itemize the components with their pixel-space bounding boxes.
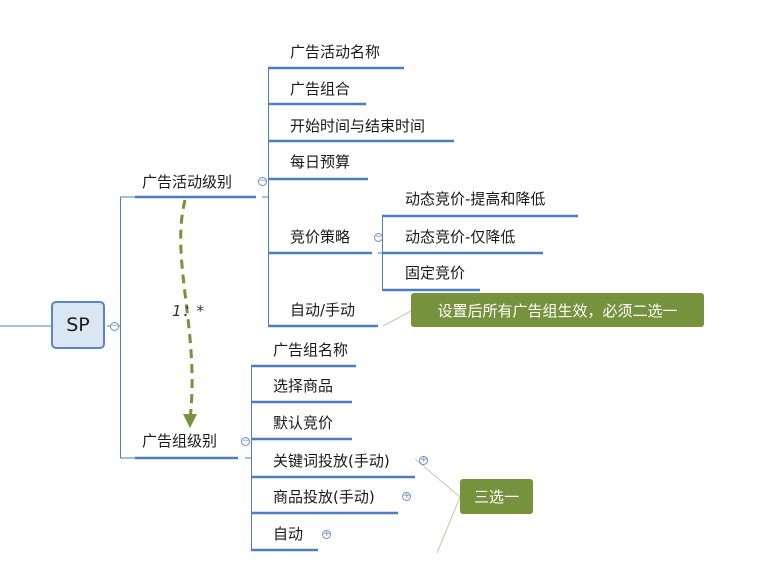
ad-group-child-1[interactable]: 选择商品 [273,377,334,395]
bid-option-2[interactable]: 固定竞价 [405,264,466,282]
bid-option-0[interactable]: 动态竞价-提高和降低 [405,190,546,208]
root-node[interactable]: SP [51,301,105,349]
collapse-icon[interactable]: − [258,176,267,186]
campaign-child-4[interactable]: 竞价策略 [290,228,351,246]
root-label: SP [66,314,90,336]
ad-group-child-0[interactable]: 广告组名称 [273,341,349,359]
ad-group-callout[interactable]: 三选一 [460,479,533,514]
ad-group-child-5[interactable]: 自动 [273,525,304,543]
campaign-child-2[interactable]: 开始时间与结束时间 [290,117,426,135]
campaign-child-1[interactable]: 广告组合 [290,80,351,98]
expand-icon[interactable]: + [322,529,331,539]
expand-icon[interactable]: + [402,491,411,501]
ad-group-child-3[interactable]: 关键词投放(手动) [273,452,390,470]
campaign-callout[interactable]: 设置后所有广告组生效，必须二选一 [411,293,704,327]
collapse-icon[interactable]: − [374,232,383,242]
collapse-icon[interactable]: − [110,321,119,331]
campaign-level-node[interactable]: 广告活动级别 [142,173,233,191]
ad-group-child-2[interactable]: 默认竞价 [273,414,334,432]
campaign-callout-text: 设置后所有广告组生效，必须二选一 [437,301,678,320]
ad-group-child-4[interactable]: 商品投放(手动) [273,488,375,506]
expand-icon[interactable]: + [419,455,428,465]
campaign-child-5[interactable]: 自动/手动 [290,301,356,319]
collapse-icon[interactable]: − [241,436,250,446]
relationship-label: 1：* [172,302,205,320]
bid-option-1[interactable]: 动态竞价-仅降低 [405,228,516,246]
ad-group-callout-text: 三选一 [473,488,519,506]
ad-group-level-node[interactable]: 广告组级别 [142,432,218,450]
campaign-child-3[interactable]: 每日预算 [290,153,351,171]
campaign-child-0[interactable]: 广告活动名称 [290,43,381,61]
